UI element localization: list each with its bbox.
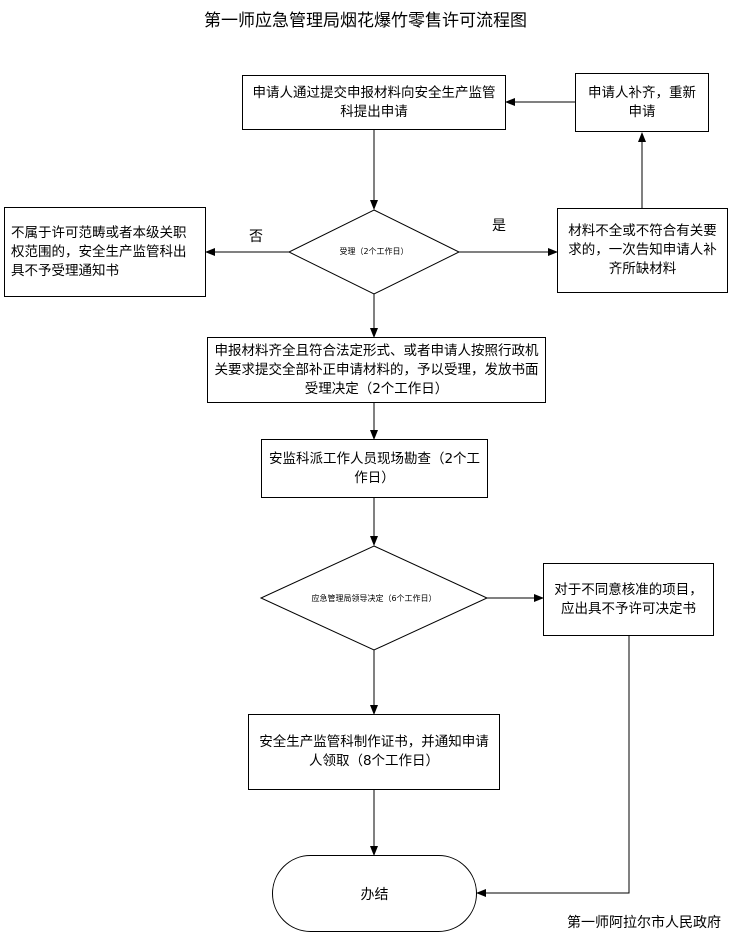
arrow-not-approved-to-end: [476, 636, 630, 897]
edge-label-no: 否: [249, 229, 263, 245]
leader-decision-text: 应急管理局领导决定（6个工作日）: [311, 594, 437, 603]
inspection-text: 安监科派工作人员现场勘查（2个工作日）: [268, 450, 481, 486]
inspection-box: 安监科派工作人员现场勘查（2个工作日）: [261, 439, 488, 498]
reject-scope-text: 不属于许可范畴或者本级关职权范围的，安全生产监管科出具不予受理通知书: [11, 224, 187, 279]
not-approved-box: 对于不同意核准的项目，应出具不予许可决定书: [543, 563, 714, 636]
page-title: 第一师应急管理局烟花爆竹零售许可流程图: [204, 11, 527, 31]
edge-label-yes: 是: [492, 218, 506, 234]
end-text: 办结: [360, 886, 389, 903]
not-approved-text: 对于不同意核准的项目，应出具不予许可决定书: [554, 581, 703, 617]
footer-organization: 第一师阿拉尔市人民政府: [567, 915, 721, 931]
apply-text: 申请人通过提交申报材料向安全生产监管科提出申请: [252, 84, 496, 120]
end-terminal: 办结: [272, 855, 477, 932]
incomplete-box: 材料不全或不符合有关要求的，一次告知申请人补齐所缺材料: [557, 208, 728, 293]
accepted-box: 申报材料齐全且符合法定形式、或者申请人按照行政机关要求提交全部补正申请材料的，予…: [207, 337, 546, 403]
incomplete-text: 材料不全或不符合有关要求的，一次告知申请人补齐所缺材料: [568, 223, 717, 277]
certificate-text: 安全生产监管科制作证书，并通知申请人领取（8个工作日）: [259, 734, 489, 769]
certificate-box: 安全生产监管科制作证书，并通知申请人领取（8个工作日）: [248, 714, 500, 790]
resubmit-text: 申请人补齐，重新申请: [588, 84, 696, 120]
reject-scope-box: 不属于许可范畴或者本级关职权范围的，安全生产监管科出具不予受理通知书: [4, 207, 206, 297]
accepted-text: 申报材料齐全且符合法定形式、或者申请人按照行政机关要求提交全部补正申请材料的，予…: [214, 342, 539, 397]
apply-box: 申请人通过提交申报材料向安全生产监管科提出申请: [242, 75, 506, 130]
resubmit-box: 申请人补齐，重新申请: [575, 73, 709, 132]
accept-decision-text: 受理（2个工作日）: [339, 247, 409, 256]
